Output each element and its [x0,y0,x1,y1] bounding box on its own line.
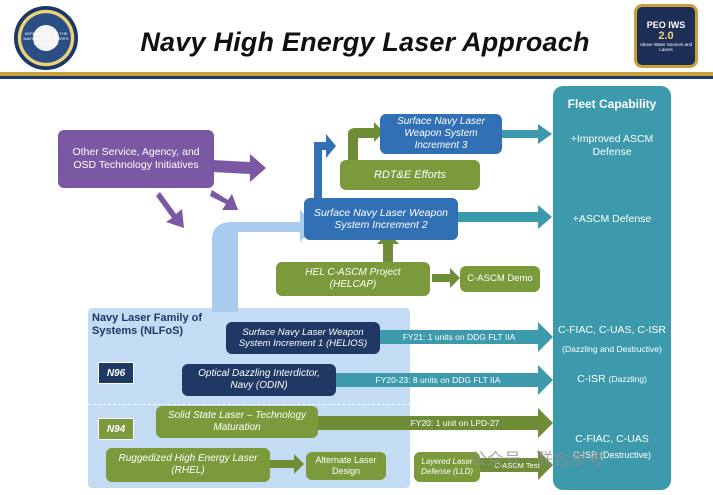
fleet-capability-column [553,86,671,490]
fy21-label: FY21: 1 units on DDG FLT IIA [402,332,516,342]
fleet-item-cisr-group: C-ISR (Dazzling) [556,362,668,396]
arrow-rdte-up [348,122,384,160]
nlfos-up-arrow [212,210,316,312]
navy-department-seal: DEPARTMENT OF THE NAVY · UNITED STATES O… [14,6,78,70]
snlws-increment-2-box: Surface Navy Laser Weapon System Increme… [304,198,458,240]
purple-arrow-down [156,192,184,228]
sslt-box: Solid State Laser – Technology Maturatio… [156,406,318,438]
fleet-item-improved-ascm: +Improved ASCM Defense [570,133,654,158]
arrow-inc2-to-fleet [458,205,552,229]
nlfos-divider [88,404,410,405]
logo-line1: PEO IWS [646,20,686,30]
odin-box: Optical Dazzling Interdictor, Navy (ODIN… [182,364,336,396]
seal-text: DEPARTMENT OF THE NAVY · UNITED STATES O… [23,30,69,46]
other-service-box: Other Service, Agency, and OSD Technolog… [58,130,214,188]
n96-badge: N96 [98,362,134,384]
fleet-capability-heading: Fleet Capability [567,96,657,111]
fleet-item-cfiac-1: C-FIAC, C-UAS, C-ISR [558,323,666,336]
purple-arrow-right [212,154,266,182]
alternate-laser-box: Alternate Laser Design [306,452,386,480]
rdte-efforts-box: RDT&E Efforts [340,160,480,190]
arrow-fy20 [318,408,553,438]
fy20-23-label: FY20-23: 8 units on DDG FLT IIA [375,375,501,385]
peo-iws-logo: PEO IWS 2.0 Above Water Sensors and Lase… [634,4,698,68]
arrow-fy21 [380,322,553,352]
nlfos-label: Navy Laser Family of Systems (NLFoS) [92,312,203,337]
fleet-item-cisr: C-ISR [577,373,606,385]
watermark-text: 公众号 · 联合参考 [470,449,605,469]
header-rule-blue [0,76,713,79]
fleet-item-cfiac-2-sub: C-ISR (Destructive) [572,449,651,460]
logo-line3: Above Water Sensors and Lasers [639,42,693,52]
logo-line2: 2.0 [658,30,674,42]
fy20-label: FY20: 1 unit on LPD-27 [410,418,500,428]
n94-badge: N94 [98,418,134,440]
header-rule-gold [0,72,713,76]
c-ascm-test-label: C-ASCM Test [494,460,540,470]
rhel-box: Ruggedized High Energy Laser (RHEL) [106,448,270,482]
arrow-lld-to-fleet [480,450,553,480]
purple-arrow-down2 [210,190,238,210]
page-title: Navy High Energy Laser Approach [140,26,590,57]
fleet-item-cfiac-2: C-FIAC, C-UAS [575,432,649,445]
snlws-increment-3-box: Surface Navy Laser Weapon System Increme… [380,114,502,154]
arrow-fy20-23 [336,365,553,395]
arrow-inc2-to-inc3 [314,134,336,200]
fleet-item-cfiac-1-sub: (Dazzling and Destructive) [562,343,662,354]
arrow-inc3-to-fleet [502,124,552,144]
lld-box: Layered Laser Defense (LLD) [414,452,480,482]
helcap-box: HEL C-ASCM Project (HELCAP) [276,262,430,296]
fleet-item-ascm: +ASCM Defense [572,212,652,225]
c-ascm-demo-box: C-ASCM Demo [460,266,540,292]
fleet-item-cisr-sub: (Dazzling) [608,374,647,384]
arrow-rhel-to-alt [270,454,304,474]
helios-box: Surface Navy Laser Weapon System Increme… [226,322,380,354]
arrow-helcap-to-demo [432,268,460,288]
